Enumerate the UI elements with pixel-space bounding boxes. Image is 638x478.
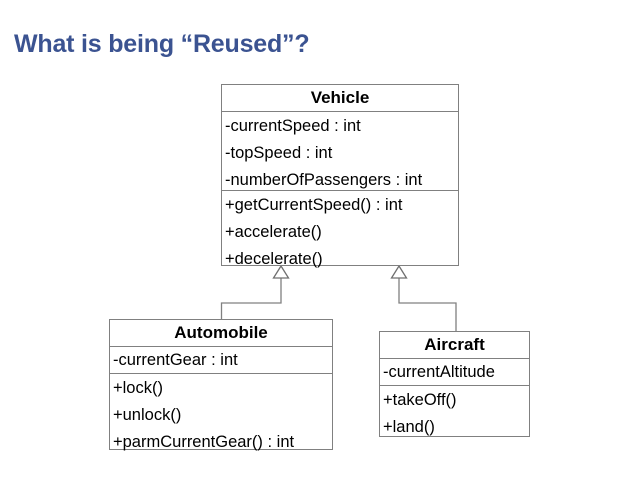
class-attributes-compartment: -currentAltitude bbox=[380, 358, 529, 385]
class-attributes-compartment: -currentGear : int bbox=[110, 346, 332, 373]
generalization-aircraft-to-vehicle bbox=[390, 264, 457, 331]
class-operation: +takeOff() bbox=[383, 391, 457, 409]
class-name-label: Automobile bbox=[174, 323, 268, 342]
uml-class-aircraft[interactable]: Aircraft -currentAltitude +takeOff() +la… bbox=[379, 331, 530, 437]
class-attribute: -currentSpeed : int bbox=[225, 117, 361, 135]
class-operations-compartment: +takeOff() +land() bbox=[380, 385, 529, 436]
hollow-triangle-arrowhead bbox=[390, 264, 408, 279]
page-title: What is being “Reused”? bbox=[14, 30, 310, 58]
class-name-label: Aircraft bbox=[424, 335, 485, 354]
class-attribute: -numberOfPassengers : int bbox=[225, 171, 423, 189]
class-operations-compartment: +getCurrentSpeed() : int +accelerate() +… bbox=[222, 190, 458, 268]
generalization-automobile-to-vehicle bbox=[220, 264, 290, 319]
class-attribute: -currentAltitude bbox=[383, 363, 495, 381]
uml-class-vehicle[interactable]: Vehicle -currentSpeed : int -topSpeed : … bbox=[221, 84, 459, 268]
class-operations-compartment: +lock() +unlock() +parmCurrentGear() : i… bbox=[110, 373, 332, 451]
hollow-triangle-arrowhead bbox=[272, 264, 290, 279]
class-name-compartment: Vehicle bbox=[222, 85, 458, 111]
class-operation: +decelerate() bbox=[225, 250, 323, 268]
class-operation: +land() bbox=[383, 418, 435, 436]
class-operation: +accelerate() bbox=[225, 223, 322, 241]
class-attribute: -currentGear : int bbox=[113, 351, 238, 369]
class-attribute: -topSpeed : int bbox=[225, 144, 333, 162]
class-operation: +unlock() bbox=[113, 406, 182, 424]
class-operation: +lock() bbox=[113, 379, 163, 397]
class-name-compartment: Automobile bbox=[110, 320, 332, 346]
class-name-label: Vehicle bbox=[310, 88, 370, 107]
class-operation: +getCurrentSpeed() : int bbox=[225, 196, 403, 214]
class-name-compartment: Aircraft bbox=[380, 332, 529, 358]
class-operation: +parmCurrentGear() : int bbox=[113, 433, 295, 451]
class-attributes-compartment: -currentSpeed : int -topSpeed : int -num… bbox=[222, 111, 458, 190]
uml-class-automobile[interactable]: Automobile -currentGear : int +lock() +u… bbox=[109, 319, 333, 451]
